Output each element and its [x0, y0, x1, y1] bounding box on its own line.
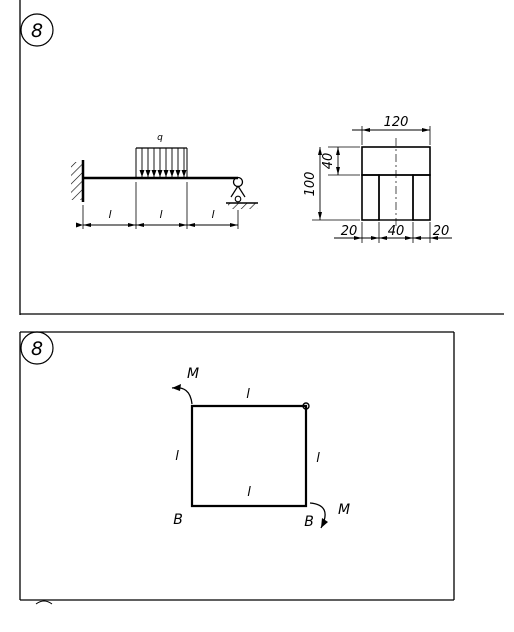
- moment-label-top: M: [187, 366, 199, 382]
- side-label-top: l: [246, 387, 250, 402]
- side-label-left: l: [175, 449, 179, 464]
- section-web-right: [412, 174, 431, 221]
- span-dimension: l l l: [76, 182, 239, 229]
- section-web-left: [361, 174, 380, 221]
- frame-hinge: [302, 402, 310, 410]
- side-label-bottom: l: [247, 485, 251, 500]
- moment-arrow-top: [171, 386, 193, 405]
- span-label-3: l: [211, 208, 214, 221]
- frame-outline: [190, 404, 308, 508]
- bottom-panel: 8 M M l l l l B B: [19, 331, 455, 605]
- beam-diagram: q: [71, 133, 258, 229]
- badge-number: 8: [31, 20, 43, 42]
- frame-diagram: M M l l l l B B: [171, 366, 350, 530]
- pin-support: [226, 176, 258, 209]
- support-label-right: B: [304, 514, 314, 530]
- cross-section: 120 40 100: [303, 115, 452, 243]
- dim-bottom: 20 40 20: [334, 222, 452, 243]
- dim-bottom-left: 20: [341, 224, 358, 239]
- top-panel: 8 q: [19, 0, 504, 315]
- dim-flange-label: 40: [321, 153, 336, 170]
- span-label-2: l: [159, 208, 162, 221]
- moment-label-bottom: M: [338, 502, 350, 518]
- problem-badge: 8: [20, 13, 54, 47]
- badge-number: 8: [31, 338, 43, 360]
- problem-badge: 8: [20, 331, 54, 365]
- dim-flange-height: 40: [321, 146, 360, 176]
- dim-total-height: 100: [303, 147, 360, 221]
- dim-width-top: 120: [352, 115, 431, 145]
- dim-bottom-right: 20: [433, 224, 450, 239]
- dim-top-label: 120: [384, 115, 409, 130]
- load-label: q: [157, 133, 163, 143]
- side-label-right: l: [316, 451, 320, 466]
- support-label-left: B: [173, 512, 183, 528]
- fixed-wall-hatch: [71, 162, 83, 200]
- dim-bottom-middle: 40: [388, 224, 405, 239]
- span-label-1: l: [108, 208, 111, 221]
- dim-height-label: 100: [303, 172, 318, 197]
- distributed-load: q: [135, 133, 188, 178]
